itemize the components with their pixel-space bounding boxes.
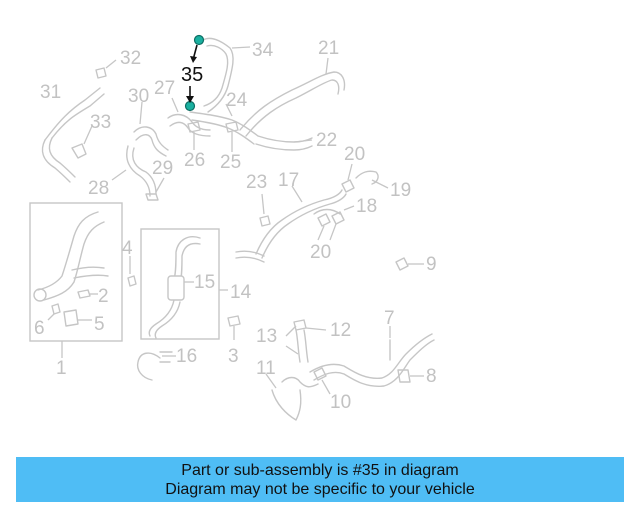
- fitting-5: [63, 309, 92, 327]
- label-28: 28: [88, 178, 109, 199]
- label-21: 21: [318, 38, 339, 59]
- label-19: 19: [390, 180, 411, 201]
- clamp-23: [259, 193, 271, 227]
- label-7: 7: [384, 308, 395, 329]
- label-10: 10: [330, 392, 351, 413]
- label-1: 1: [56, 358, 67, 379]
- label-29: 29: [152, 158, 173, 179]
- banner-line-2: Diagram may not be specific to your vehi…: [165, 481, 475, 498]
- label-9: 9: [426, 254, 437, 275]
- hose-17: [255, 185, 347, 259]
- label-14: 14: [230, 282, 252, 303]
- label-20-upper: 20: [344, 144, 365, 165]
- hose-7: [309, 326, 435, 388]
- group-box-14: [140, 228, 220, 340]
- label-32: 32: [120, 48, 141, 69]
- label-24: 24: [226, 90, 248, 111]
- hose-34: [202, 37, 251, 113]
- label-13: 13: [256, 326, 277, 347]
- hose-31: [41, 87, 105, 183]
- label-33: 33: [90, 112, 111, 133]
- fitting-15: [167, 275, 194, 301]
- hose-22: [255, 135, 313, 151]
- label-4: 4: [122, 238, 133, 259]
- label-27: 27: [154, 78, 175, 99]
- banner-line-1: Part or sub-assembly is #35 in diagram: [181, 462, 459, 479]
- label-26: 26: [184, 150, 205, 171]
- hose-19: [355, 170, 389, 189]
- pipe-lower: [235, 250, 265, 263]
- hose-27: [167, 97, 211, 137]
- clamp-32: [95, 59, 117, 79]
- connector-18: [313, 205, 355, 241]
- label-25: 25: [220, 152, 241, 173]
- fitting-8: [397, 369, 424, 383]
- hose-30: [133, 101, 169, 157]
- info-banner: Part or sub-assembly is #35 in diagram D…: [16, 457, 624, 502]
- hose-28: [111, 145, 157, 197]
- clamp-3: [227, 315, 241, 340]
- label-34: 34: [252, 40, 274, 61]
- clip-2: [77, 289, 98, 299]
- label-6: 6: [34, 318, 45, 339]
- clamp-6: [47, 303, 61, 321]
- clamp-10: [313, 367, 331, 395]
- label-35-highlighted: 35: [181, 64, 203, 86]
- hose-11: [265, 373, 319, 421]
- label-5: 5: [94, 314, 105, 335]
- label-22: 22: [316, 130, 337, 151]
- hose-12-13: [285, 319, 327, 363]
- clamp-29: [145, 177, 165, 201]
- fitting-33: [71, 125, 93, 159]
- label-18: 18: [356, 196, 377, 217]
- label-23: 23: [246, 172, 267, 193]
- clamp-26: [187, 121, 201, 150]
- clamp-35-upper: [190, 34, 205, 63]
- clamp-4: [127, 256, 137, 287]
- clamp-35-lower: [184, 86, 196, 112]
- clamp-25: [225, 121, 239, 152]
- hose-16: [136, 351, 176, 381]
- parts-diagram: 32 31 33 30 27 28 29 26 25 24 34 35 21 2…: [29, 34, 437, 421]
- label-8: 8: [426, 366, 437, 387]
- label-30: 30: [128, 86, 149, 107]
- hose-24: [189, 103, 259, 145]
- label-3: 3: [228, 346, 239, 367]
- clamp-9: [395, 257, 424, 271]
- label-17: 17: [278, 170, 299, 191]
- label-15: 15: [194, 272, 215, 293]
- hose-21: [239, 57, 346, 137]
- label-16: 16: [176, 346, 197, 367]
- label-31: 31: [40, 82, 61, 103]
- label-2: 2: [98, 286, 109, 307]
- clamp-20-upper: [341, 163, 355, 193]
- label-20-lower: 20: [310, 242, 331, 263]
- label-12: 12: [330, 320, 351, 341]
- label-11: 11: [256, 358, 276, 379]
- hose-1: [33, 211, 109, 302]
- group-box-1: [29, 202, 123, 342]
